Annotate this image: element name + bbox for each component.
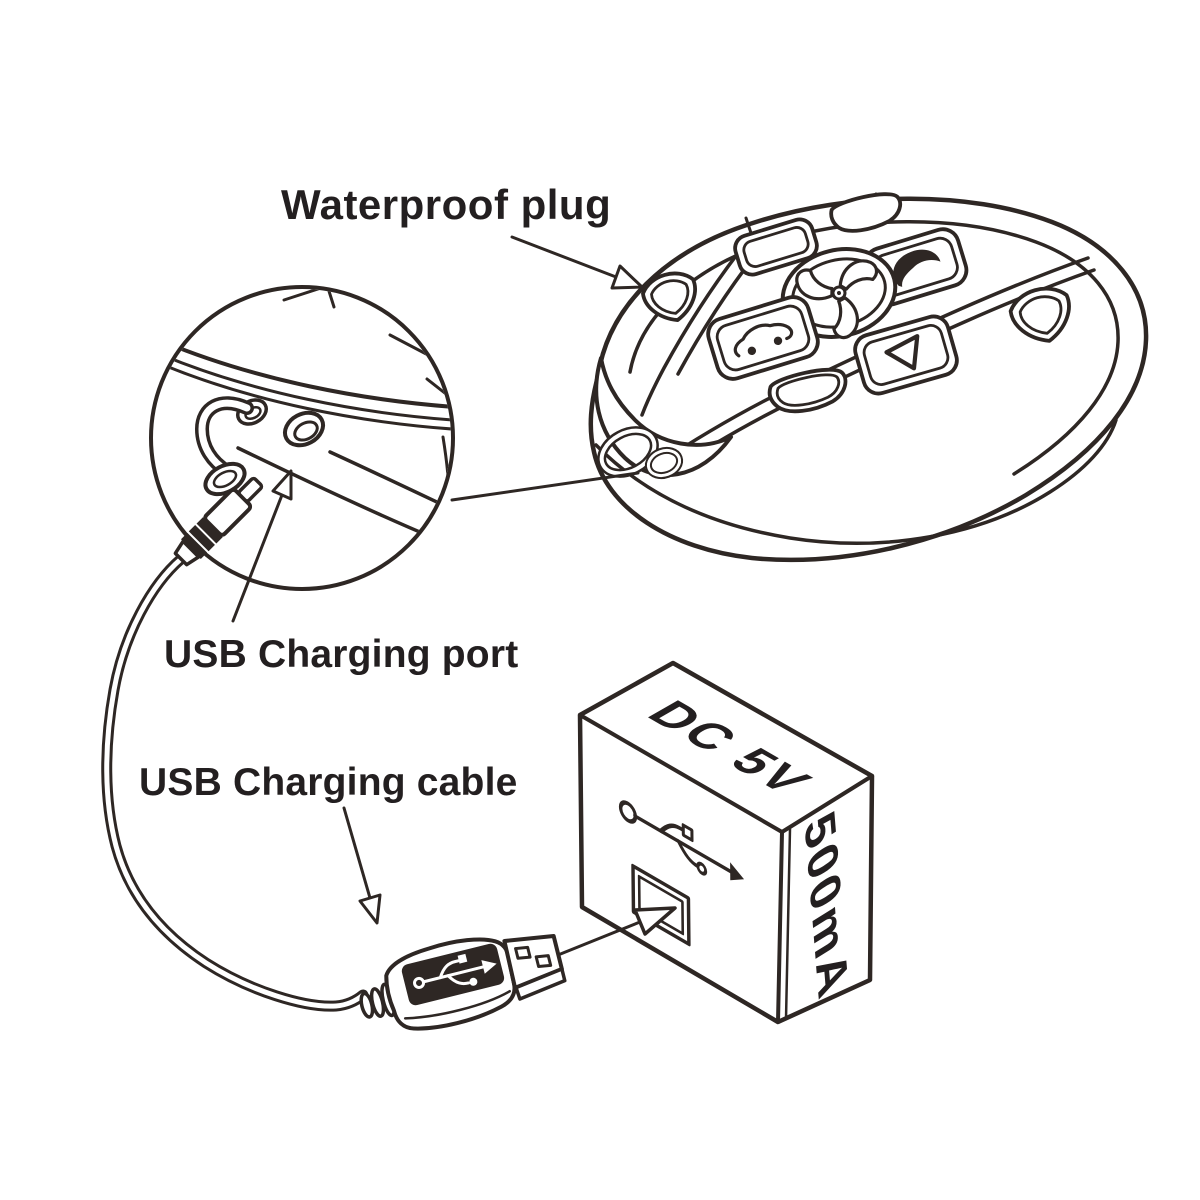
annotations: Waterproof plug USB Charging port USB Ch… — [139, 181, 644, 925]
port-arrow-line — [231, 493, 284, 623]
trident-circle-end — [469, 977, 478, 986]
trident-branch-down — [446, 974, 470, 986]
car-rect-inner — [715, 304, 811, 372]
oval-top-outline — [829, 192, 903, 233]
connector-to-adapter-leader — [556, 906, 677, 957]
plug-ring-3 — [196, 517, 223, 544]
box-edge-top-right — [780, 774, 874, 834]
down-triangle-icon — [884, 334, 920, 371]
usb-charging-cable-label: USB Charging cable — [139, 761, 518, 804]
cable-arrowhead — [358, 893, 382, 925]
trident-stem — [422, 965, 485, 984]
mag-band-3 — [153, 356, 451, 432]
keyring-small-core — [646, 448, 682, 478]
trident-branch-up — [438, 959, 461, 980]
fob-face-bottom-edge — [594, 418, 1118, 545]
usb-trident-logo — [413, 953, 497, 989]
fan-blade-2 — [832, 296, 859, 340]
usb-port-icon — [631, 863, 691, 947]
button-oval-bottom — [767, 367, 848, 414]
car-rect-outline — [706, 295, 820, 381]
swoosh-icon — [893, 249, 941, 287]
connector-leader-arrowhead — [633, 906, 677, 936]
magnifier-leader-line — [450, 471, 640, 502]
box-trident-stem — [633, 813, 732, 874]
usb-shell-hole-2 — [534, 954, 553, 969]
button-triangle — [853, 314, 959, 396]
cable-arrow-line — [342, 806, 372, 900]
fob-side-fin — [594, 356, 733, 478]
remote-control — [588, 192, 1149, 563]
car-wheel-rear — [747, 346, 757, 356]
port-outer — [631, 863, 691, 947]
keychain-rings — [597, 426, 684, 480]
fan-blade-1 — [838, 259, 879, 291]
button-blank-rect — [733, 217, 819, 277]
box-edge-vertical-double — [784, 827, 792, 1021]
oval-bottom-inner — [775, 373, 841, 407]
mag-band-1 — [153, 334, 451, 410]
shield-inner — [650, 279, 690, 315]
blank-rect-inner — [742, 226, 810, 268]
plug-tip — [237, 476, 264, 503]
cable-core — [104, 556, 366, 1009]
waterproof-arrow-line — [510, 235, 618, 279]
keyring-large-core — [599, 428, 657, 476]
strap-tube-core — [198, 399, 251, 475]
button-oval-top — [829, 192, 903, 233]
dc-plug — [173, 476, 264, 567]
fan-icon — [795, 259, 879, 340]
box-edge-top-front — [578, 713, 784, 834]
car-wheel-front — [773, 336, 783, 346]
usb-charging-port-label: USB Charging port — [164, 633, 518, 676]
trident-square-end — [457, 953, 468, 964]
plug-ring-2 — [188, 525, 215, 552]
plug-cap-inner — [212, 469, 238, 489]
port-arrowhead — [271, 469, 293, 501]
usb-shell-hole-1 — [514, 945, 532, 960]
shield-right-inner — [1018, 295, 1063, 335]
box-trident-arrow-end — [730, 862, 745, 881]
oval-bottom-outline — [767, 367, 848, 414]
mag-band-2 — [153, 347, 451, 423]
box-trident-circle-end — [696, 861, 708, 876]
waterproof-plug-label: Waterproof plug — [281, 181, 611, 228]
box-trident-square-end — [681, 823, 694, 843]
fob-inner-rim — [628, 220, 1120, 476]
button-shield-right — [1008, 286, 1071, 343]
usb-connector — [359, 933, 567, 1031]
band-branch-1 — [640, 246, 744, 417]
fan-blade-3 — [795, 268, 834, 301]
usb-metal-shell-side — [514, 967, 567, 1001]
blank-rect-outline — [733, 217, 819, 277]
connector-leader-line — [556, 920, 642, 957]
button-shield-left — [641, 271, 697, 322]
box-edge-vertical — [776, 830, 784, 1024]
triangle-rect-inner — [862, 324, 950, 386]
box-trident-branch-down — [676, 838, 700, 869]
charging-port-hole-inner — [293, 420, 319, 442]
fan-hub-dot — [837, 291, 841, 295]
box-trident-branch-up — [659, 823, 686, 834]
trident-arrow-end — [481, 960, 497, 974]
waterproof-arrowhead — [610, 264, 644, 290]
waterproof-plug-strap — [195, 396, 254, 497]
connector-body-seam — [403, 989, 511, 1020]
mag-button-edge-2 — [388, 333, 432, 358]
car-body — [733, 322, 794, 358]
car-icon — [733, 322, 794, 358]
power-adapter-box: DC 5V 500mA — [577, 660, 875, 1025]
charging-cable — [101, 553, 369, 1012]
usb-trident-icon — [618, 800, 745, 881]
plug-ring-1 — [181, 532, 208, 559]
button-car — [706, 295, 820, 381]
